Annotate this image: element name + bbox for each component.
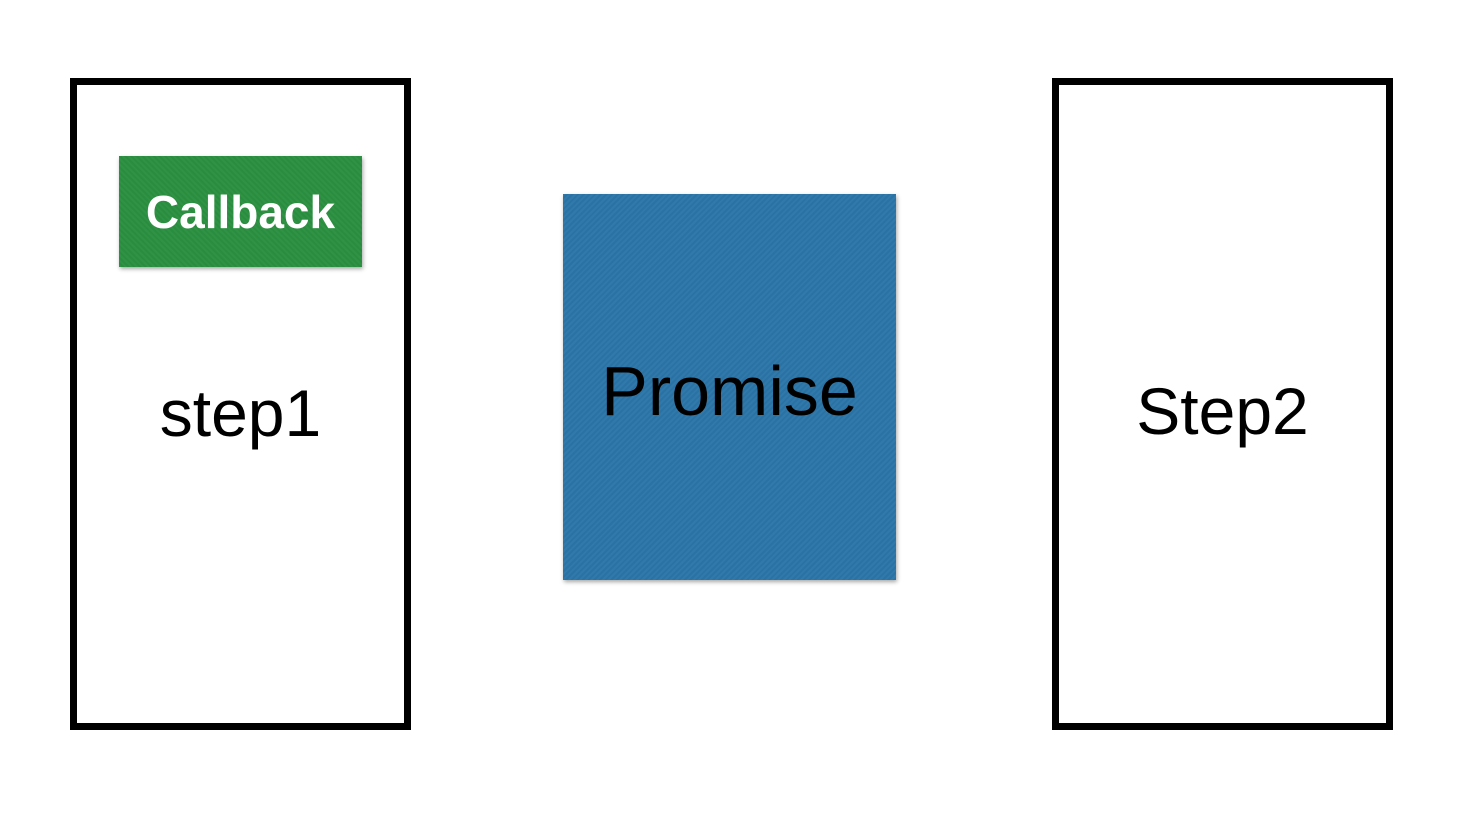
- promise-card: Promise: [563, 194, 896, 580]
- step2-box: Step2: [1052, 78, 1393, 730]
- promise-label: Promise: [601, 352, 858, 430]
- callback-label: Callback: [145, 185, 336, 238]
- callback-card: Callback: [119, 156, 362, 267]
- step2-label: Step2: [1136, 374, 1309, 448]
- step1-label: step1: [159, 376, 322, 450]
